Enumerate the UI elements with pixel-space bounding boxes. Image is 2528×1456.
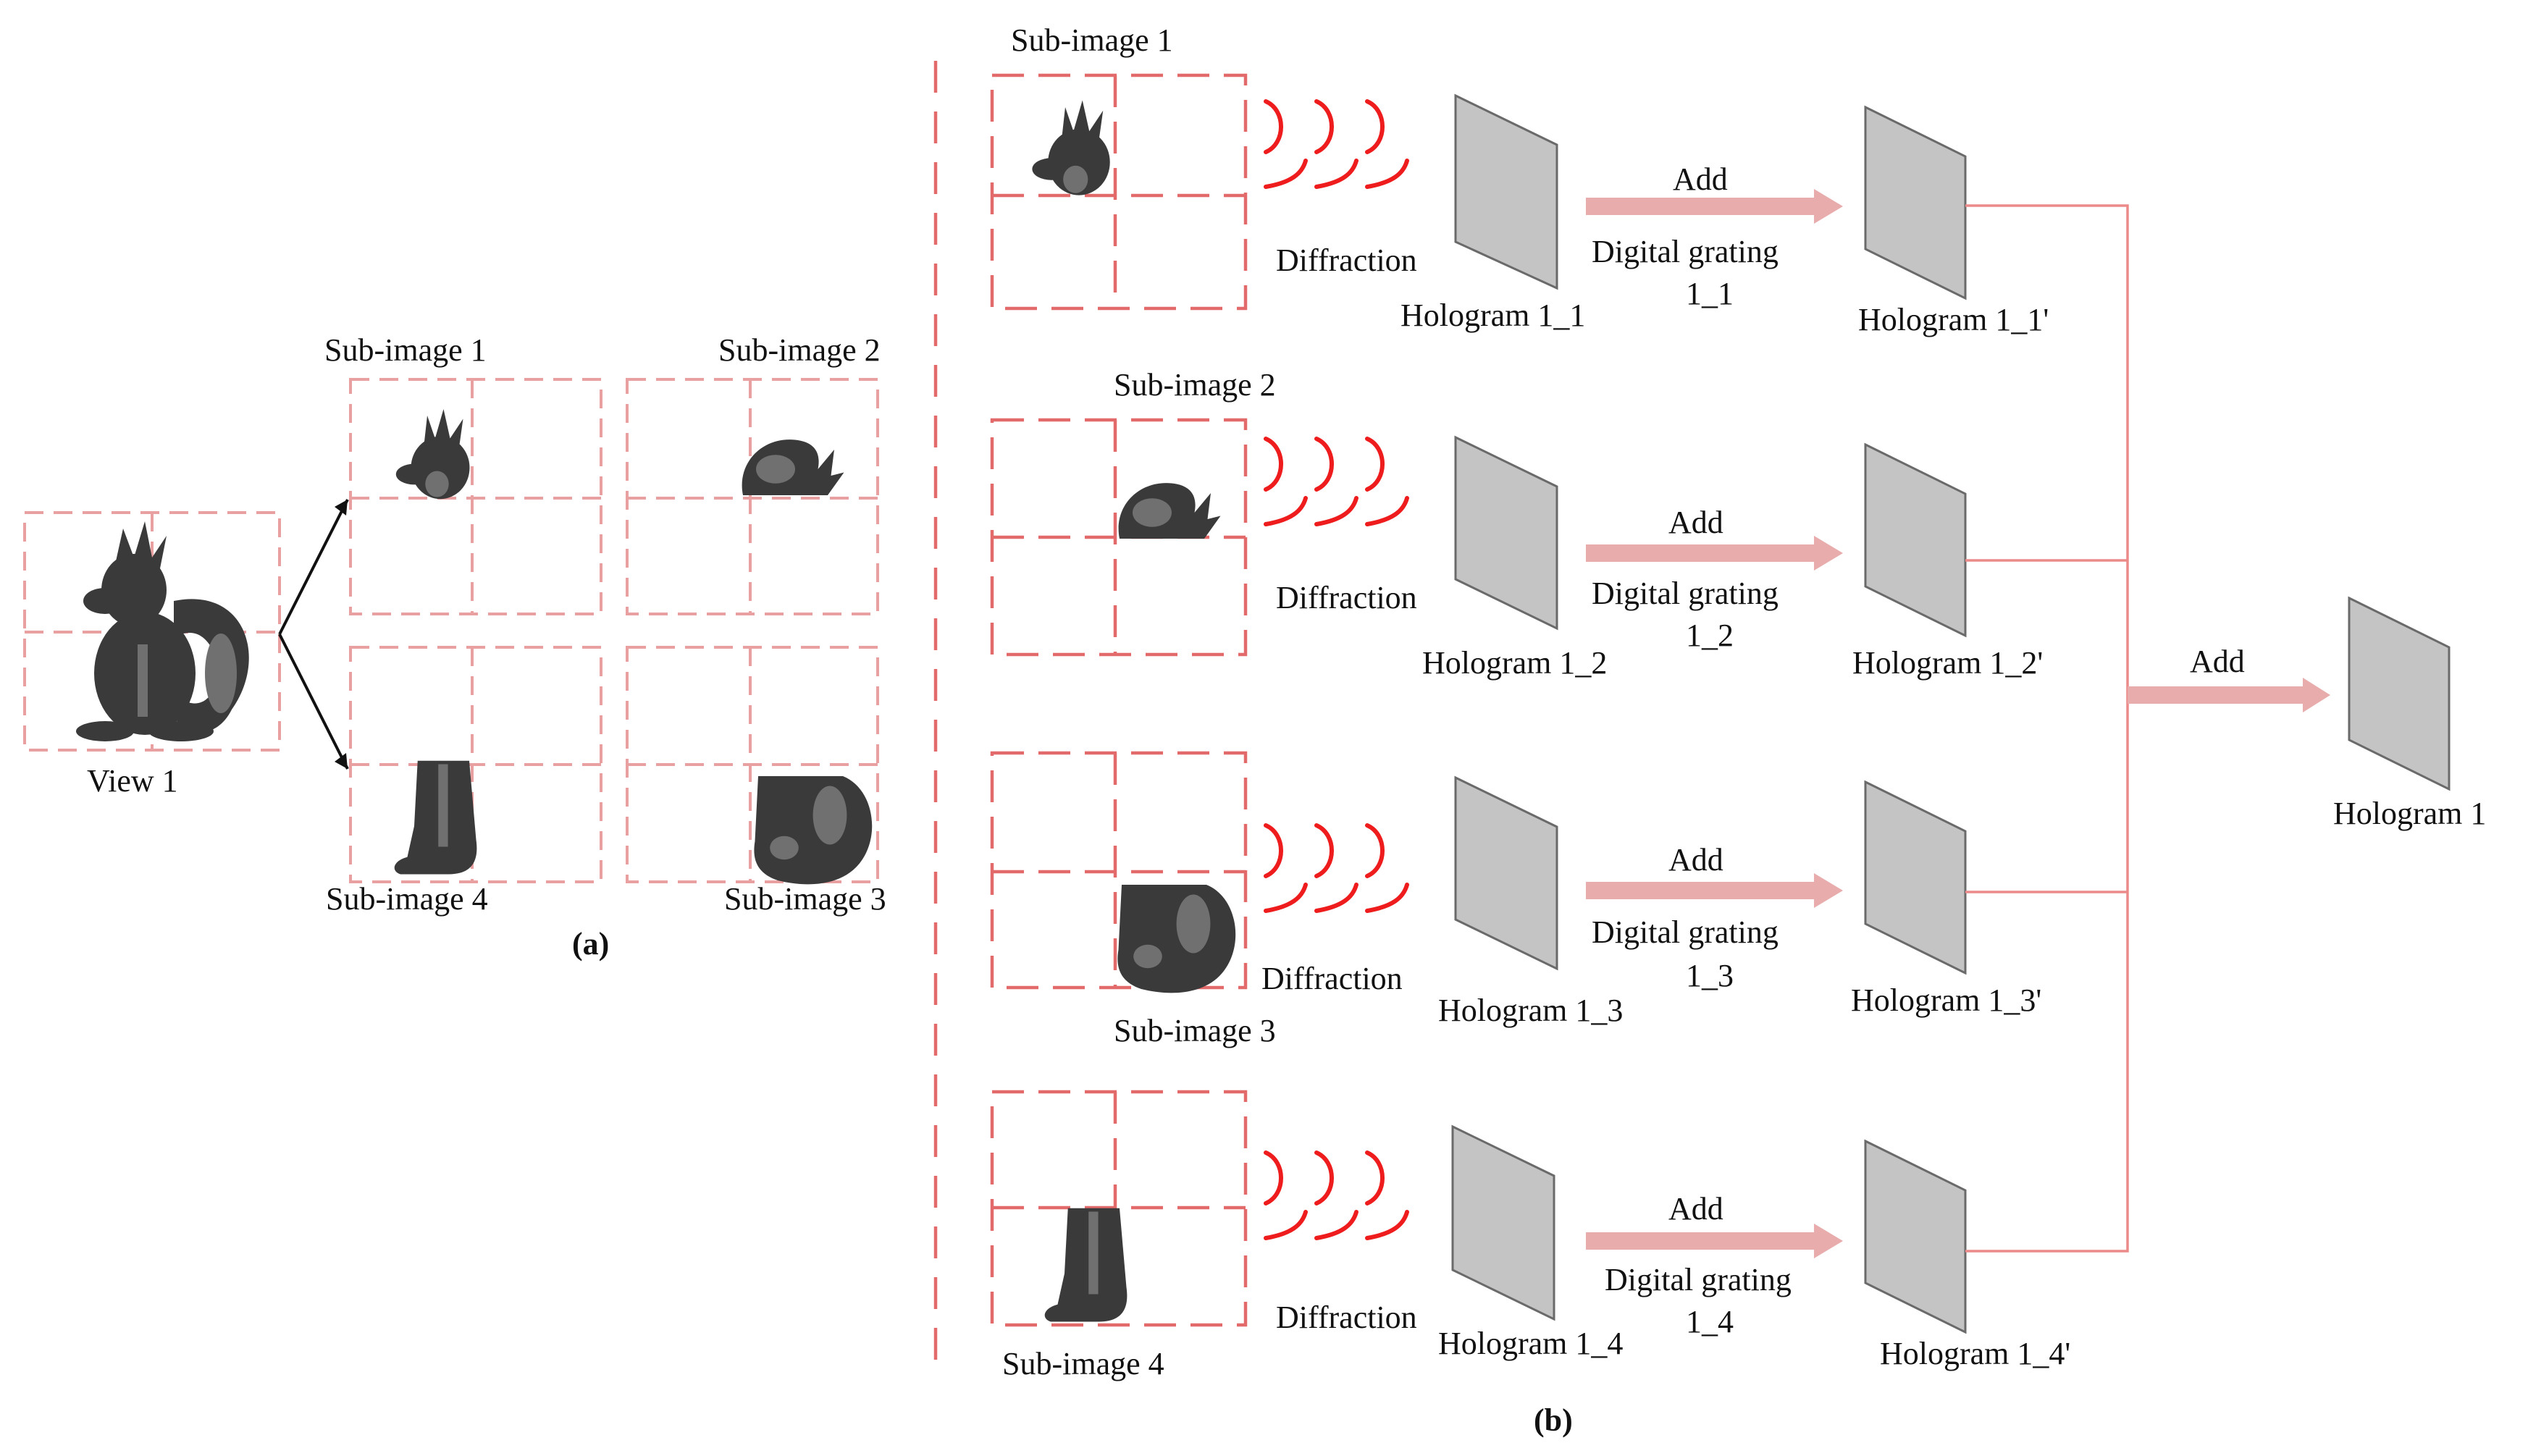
row-4-hologram-plate	[1451, 1124, 1555, 1321]
final-hologram-label: Hologram 1	[2333, 796, 2486, 831]
row-4-hologram-out-plate	[1864, 1139, 1967, 1334]
row-1-hologram-out-plate	[1864, 105, 1967, 300]
row-2-add-label: Add	[1668, 505, 1723, 540]
row-1-hologram-label: Hologram 1_1	[1401, 298, 1585, 333]
sub-image-2-label-a: Sub-image 2	[718, 332, 881, 368]
row-1-dragon-image	[1032, 100, 1110, 195]
view-1-label: View 1	[87, 763, 178, 799]
row-2-dragon-image	[1118, 483, 1221, 539]
row-4-diffraction-label: Diffraction	[1276, 1300, 1417, 1335]
row-4-sub-image-label: Sub-image 4	[1002, 1346, 1164, 1381]
dragon-legs-image	[394, 760, 477, 875]
panel-a-caption: (a)	[572, 926, 609, 961]
row-1-sub-image-grid	[990, 73, 1248, 311]
row-2-hologram-out-label: Hologram 1_2'	[1852, 645, 2043, 681]
row-3-hologram-out-plate	[1864, 780, 1967, 975]
row-3-sub-image-label: Sub-image 3	[1114, 1013, 1276, 1048]
row-4-grating-label: Digital grating	[1605, 1262, 1792, 1297]
row-3: Sub-image 3 Diffraction Hologram 1_3 Add…	[990, 751, 2041, 1048]
row-4-dragon-image	[1044, 1208, 1127, 1322]
row-2-sub-image-grid	[990, 418, 1248, 657]
row-3-grating-id: 1_3	[1686, 958, 1734, 993]
sub-image-1-grid-a	[349, 378, 602, 615]
dragon-upper-image	[742, 439, 844, 495]
row-1-hologram-out-label: Hologram 1_1'	[1858, 302, 2049, 337]
row-2-hologram-plate	[1454, 435, 1558, 631]
row-3-dragon-image	[1117, 885, 1236, 993]
row-2-diffraction-waves	[1266, 439, 1407, 524]
panel-a: View 1 Sub-image 1 Sub-image 2	[23, 332, 886, 961]
row-4-sub-image-grid	[990, 1090, 1248, 1327]
row-3-grating-label: Digital grating	[1592, 914, 1779, 950]
row-3-add-label: Add	[1668, 842, 1723, 878]
final-hologram-plate	[2348, 596, 2451, 791]
row-4-add-arrow	[1586, 1224, 1843, 1258]
row-1-grating-id: 1_1	[1686, 276, 1734, 311]
final-add-label: Add	[2190, 644, 2245, 679]
row-4: Sub-image 4 Diffraction Hologram 1_4 Add…	[990, 1090, 2070, 1381]
sub-image-1-label-a: Sub-image 1	[324, 332, 487, 368]
sub-image-3-label-a: Sub-image 3	[724, 881, 886, 917]
row-2-sub-image-label: Sub-image 2	[1114, 367, 1276, 403]
row-3-hologram-label: Hologram 1_3	[1438, 993, 1623, 1028]
row-3-diffraction-waves	[1266, 825, 1407, 911]
row-1-add-arrow	[1586, 189, 1843, 224]
sub-image-4-grid-a	[349, 646, 602, 883]
row-1-hologram-plate	[1454, 93, 1558, 290]
row-1-diffraction-label: Diffraction	[1276, 243, 1417, 278]
row-2-add-arrow	[1586, 536, 1843, 571]
row-3-hologram-plate	[1454, 775, 1558, 971]
row-4-grating-id: 1_4	[1686, 1304, 1734, 1339]
row-1-sub-image-label: Sub-image 1	[1011, 22, 1173, 58]
sub-image-2-grid-a	[626, 378, 879, 615]
final-add-arrow	[2128, 678, 2330, 712]
panel-b: Sub-image 1 Diffraction Hologram 1_1 Add…	[990, 22, 2486, 1438]
row-1-add-label: Add	[1673, 161, 1728, 197]
row-2-diffraction-label: Diffraction	[1276, 580, 1417, 615]
row-3-add-arrow	[1586, 873, 1843, 908]
row-3-diffraction-label: Diffraction	[1261, 961, 1403, 996]
row-4-hologram-out-label: Hologram 1_4'	[1880, 1336, 2070, 1371]
row-3-sub-image-grid	[990, 751, 1248, 993]
row-1: Sub-image 1 Diffraction Hologram 1_1 Add…	[990, 22, 2049, 337]
split-arrows	[278, 499, 349, 770]
sub-image-4-label-a: Sub-image 4	[326, 881, 488, 917]
row-4-hologram-label: Hologram 1_4	[1438, 1326, 1623, 1361]
dragon-lower-image	[754, 776, 873, 885]
row-2-grating-id: 1_2	[1686, 618, 1734, 653]
row-2-grating-label: Digital grating	[1592, 576, 1779, 611]
dragon-image	[76, 521, 249, 741]
sub-image-3-grid-a	[626, 646, 879, 885]
row-2: Sub-image 2 Diffraction Hologram 1_2 Add…	[990, 367, 2043, 681]
panel-b-caption: (b)	[1534, 1402, 1573, 1438]
row-3-hologram-out-label: Hologram 1_3'	[1851, 982, 2041, 1018]
row-2-hologram-label: Hologram 1_2	[1422, 645, 1607, 681]
row-4-diffraction-waves	[1266, 1153, 1407, 1238]
row-1-diffraction-waves	[1266, 101, 1407, 187]
view-1-grid	[23, 511, 281, 752]
connector-lines	[1965, 204, 2129, 1253]
row-1-grating-label: Digital grating	[1592, 234, 1779, 269]
row-2-hologram-out-plate	[1864, 442, 1967, 638]
row-4-add-label: Add	[1668, 1191, 1723, 1226]
dragon-head-image	[395, 409, 470, 500]
